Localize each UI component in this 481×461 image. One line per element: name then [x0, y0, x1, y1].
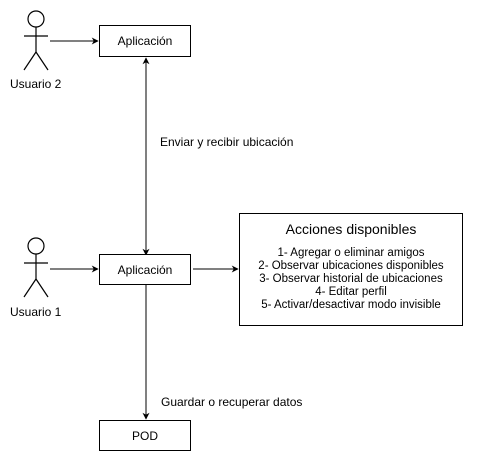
app-box-top[interactable]: Aplicación	[99, 25, 191, 57]
pod-box-label: POD	[131, 428, 158, 443]
actor-user2-label: Usuario 2	[10, 77, 62, 91]
action-item: 3- Observar historial de ubicaciones	[259, 273, 443, 285]
actor-user1-icon	[23, 237, 49, 298]
app-box-bottom-label: Aplicación	[117, 262, 173, 277]
actor-user1-label: Usuario 1	[10, 305, 62, 319]
edge-storage-label: Guardar o recuperar datos	[161, 395, 303, 409]
action-item: 1- Agregar o eliminar amigos	[277, 247, 425, 259]
app-box-bottom[interactable]: Aplicación	[99, 254, 191, 285]
action-item: 2- Observar ubicaciones disponibles	[258, 260, 444, 272]
actor-user2-icon	[23, 10, 49, 71]
actions-list: 1- Agregar o eliminar amigos 2- Observar…	[240, 247, 462, 312]
app-box-top-label: Aplicación	[117, 34, 173, 48]
actions-title: Acciones disponibles	[285, 221, 417, 237]
action-item: 5- Activar/desactivar modo invisible	[261, 299, 441, 311]
edge-sync-label: Enviar y recibir ubicación	[160, 135, 294, 149]
action-item: 4- Editar perfil	[315, 286, 387, 298]
pod-box[interactable]: POD	[99, 420, 191, 451]
actions-box: Acciones disponibles 1- Agregar o elimin…	[239, 213, 463, 326]
